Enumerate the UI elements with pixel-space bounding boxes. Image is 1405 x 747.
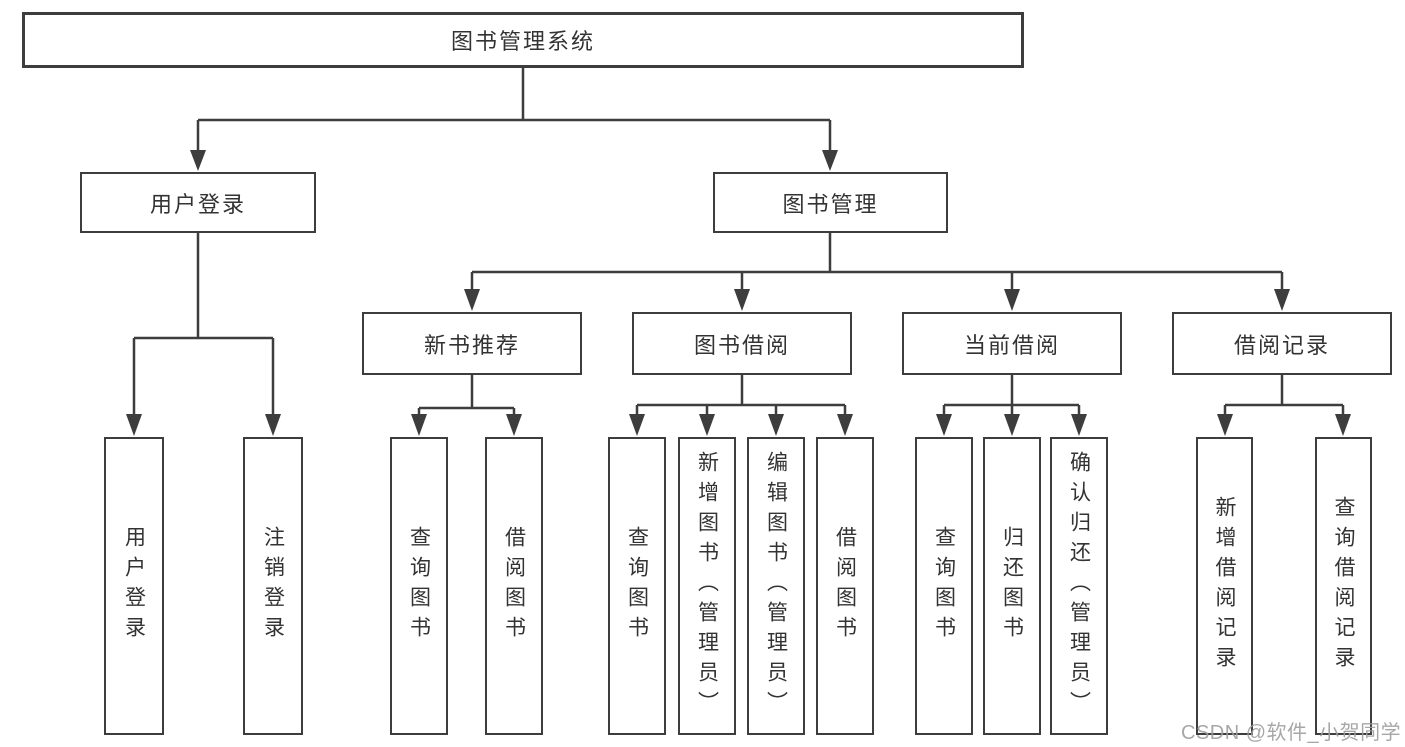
arrow-down-icon — [629, 414, 645, 436]
leaf-borrow-query-books: 查询图书 — [608, 437, 666, 735]
arrow-down-icon — [464, 289, 480, 311]
leaf-borrow-add-books-admin: 新增图书（管理员） — [678, 437, 736, 735]
leaf-current-return-books: 归还图书 — [983, 437, 1041, 735]
node-borrow-records: 借阅记录 — [1172, 312, 1392, 375]
node-book-borrow: 图书借阅 — [632, 312, 852, 375]
node-user-login: 用户登录 — [80, 172, 316, 233]
leaf-user-login: 用户登录 — [104, 437, 164, 735]
arrowheads — [126, 150, 1351, 436]
connector-recommend-branch — [417, 375, 516, 416]
leaf-records-add-record: 新增借阅记录 — [1196, 437, 1253, 735]
connector-records-branch — [1223, 375, 1345, 416]
arrow-down-icon — [1004, 414, 1020, 436]
arrow-down-icon — [1217, 414, 1233, 436]
node-new-book-recommend: 新书推荐 — [362, 312, 582, 375]
leaf-logout: 注销登录 — [243, 437, 303, 735]
connector-user-login-branch — [132, 233, 275, 416]
leaf-recommend-query-books: 查询图书 — [390, 437, 448, 735]
connector-book-mgmt-branch — [470, 233, 1284, 291]
arrow-down-icon — [126, 414, 142, 436]
arrow-down-icon — [1335, 414, 1351, 436]
connector-root-to-level2 — [196, 68, 832, 152]
leaf-current-confirm-return-admin: 确认归还（管理员） — [1050, 437, 1108, 735]
leaf-records-query-record: 查询借阅记录 — [1315, 437, 1372, 735]
arrow-down-icon — [768, 414, 784, 436]
node-root: 图书管理系统 — [22, 12, 1024, 68]
leaf-current-query-books: 查询图书 — [915, 437, 973, 735]
arrow-down-icon — [699, 414, 715, 436]
watermark: CSDN @软件_小贺同学 — [1181, 722, 1402, 744]
arrow-down-icon — [265, 414, 281, 436]
leaf-borrow-borrow-books: 借阅图书 — [816, 437, 874, 735]
arrow-down-icon — [411, 414, 427, 436]
arrow-down-icon — [1274, 289, 1290, 311]
node-book-management: 图书管理 — [713, 172, 948, 233]
arrow-down-icon — [190, 150, 206, 171]
connector-current-branch — [942, 375, 1081, 416]
connector-borrow-branch — [635, 375, 847, 416]
leaf-borrow-edit-books-admin: 编辑图书（管理员） — [747, 437, 805, 735]
arrow-down-icon — [822, 150, 838, 171]
arrow-down-icon — [1004, 289, 1020, 311]
arrow-down-icon — [506, 414, 522, 436]
node-current-borrow: 当前借阅 — [902, 312, 1122, 375]
arrow-down-icon — [734, 289, 750, 311]
arrow-down-icon — [1071, 414, 1087, 436]
arrow-down-icon — [936, 414, 952, 436]
arrow-down-icon — [837, 414, 853, 436]
leaf-recommend-borrow-books: 借阅图书 — [485, 437, 543, 735]
